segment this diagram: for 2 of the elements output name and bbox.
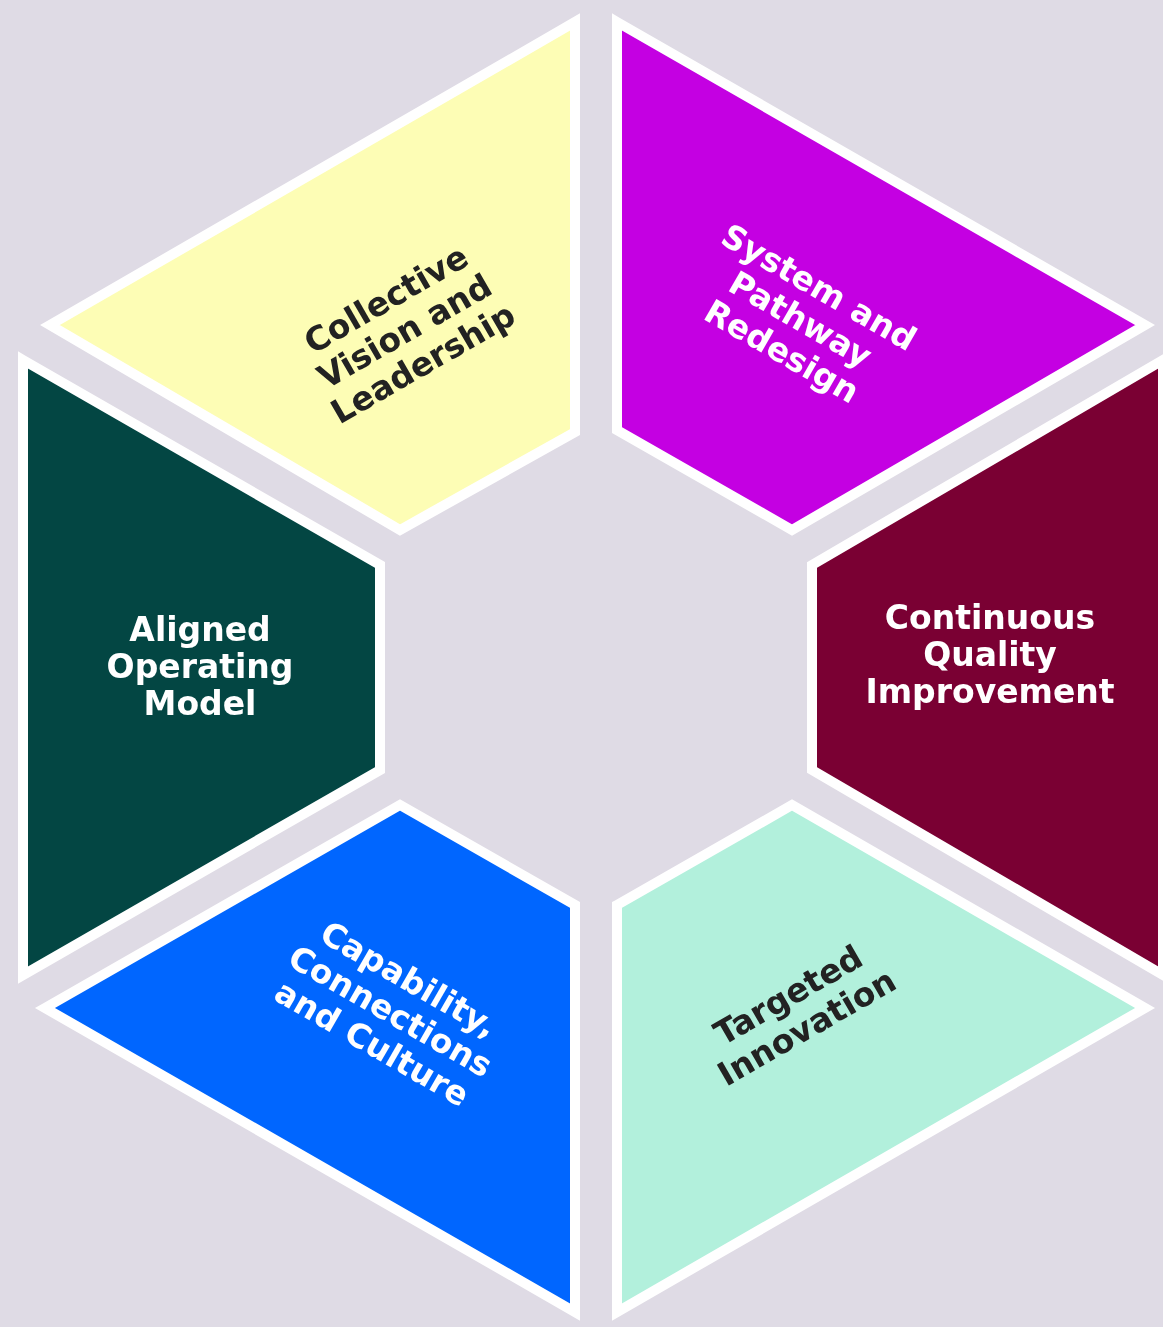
segment-label: Aligned Operating Model [105, 611, 295, 723]
segment-label: Continuous Quality Improvement [864, 599, 1116, 711]
